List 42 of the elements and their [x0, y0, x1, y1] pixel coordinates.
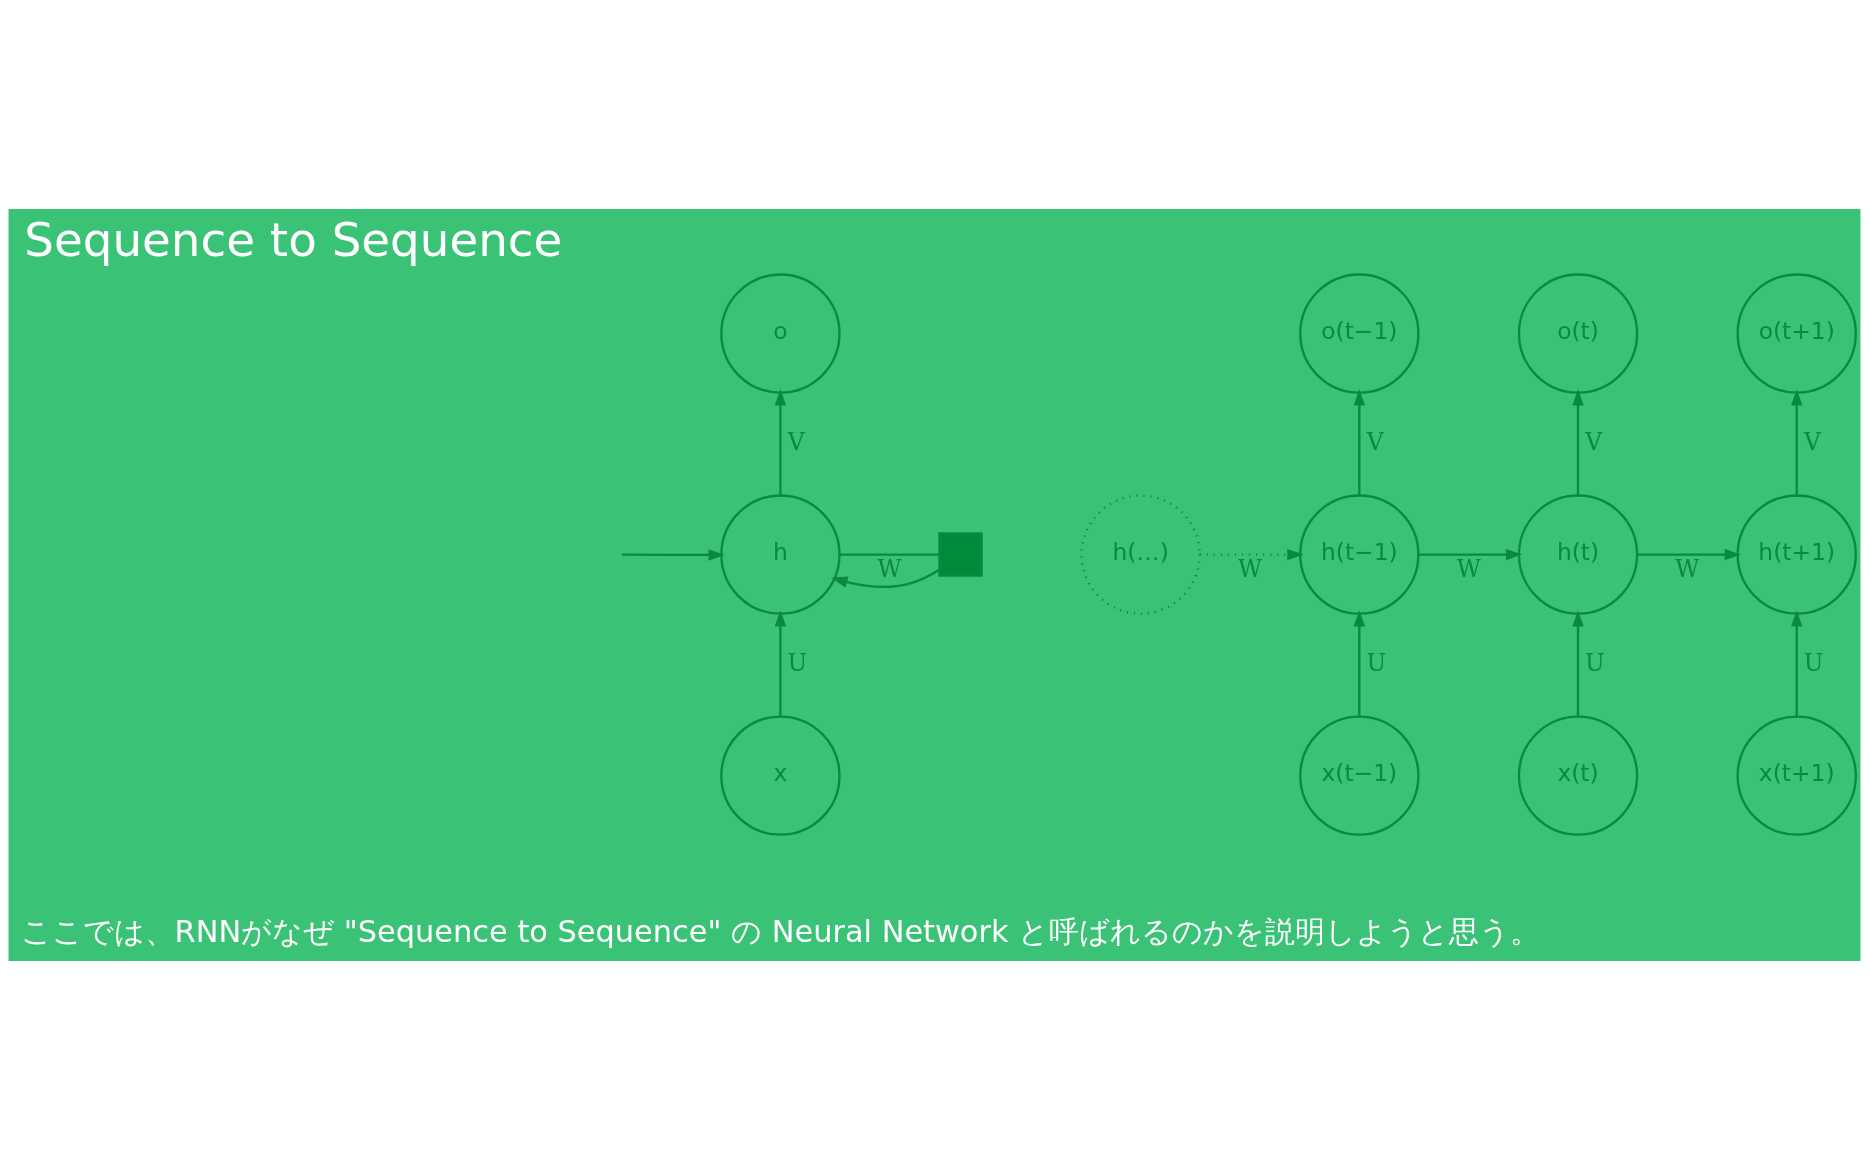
- arrow: [1353, 388, 1366, 495]
- edge-label: U: [787, 648, 808, 677]
- arrow: [774, 388, 787, 495]
- node-circle: x(t): [1517, 714, 1639, 836]
- diagram-title: Sequence to Sequence: [24, 212, 563, 267]
- edge-label: V: [787, 427, 805, 456]
- node-circle: o(t): [1517, 272, 1639, 394]
- arrow: [1199, 548, 1304, 560]
- arrow: [1572, 609, 1584, 716]
- arrow: [1637, 548, 1742, 560]
- edge-label: W: [1237, 554, 1262, 583]
- arrow: [1790, 388, 1803, 495]
- caption: ここでは、RNNがなぜ "Sequence to Sequence" の Neural Network と呼ばれるのかを説明しようと思う。: [20, 913, 1541, 949]
- edge-label: U: [1366, 648, 1387, 677]
- edge-label: V: [1804, 427, 1821, 456]
- node-circle: h(t+1): [1736, 493, 1857, 615]
- edge-label: W: [877, 554, 902, 583]
- arrow: [1418, 548, 1523, 560]
- node-circle: h: [720, 493, 841, 615]
- edge-label: U: [1803, 648, 1824, 677]
- node-circle: x(t−1): [1299, 714, 1420, 836]
- edge-label: W: [1456, 554, 1481, 583]
- node-circle: x(t+1): [1736, 714, 1857, 836]
- node-circle: x: [720, 714, 841, 836]
- connector: [839, 552, 940, 556]
- arrow: [1572, 388, 1584, 495]
- arrow: [831, 568, 941, 588]
- node-circle: h(…): [1080, 493, 1201, 615]
- node-circle: h(t−1): [1299, 493, 1420, 615]
- node-circle: o(t+1): [1736, 272, 1857, 394]
- edge-label: V: [1585, 427, 1603, 456]
- arrow: [621, 548, 725, 561]
- edge-label: W: [1675, 554, 1700, 583]
- arrow: [1790, 609, 1803, 716]
- node-box: [938, 531, 983, 577]
- node-circle: o(t−1): [1299, 272, 1420, 394]
- edge-label: U: [1585, 648, 1605, 677]
- arrow: [774, 609, 787, 716]
- node-circle: o: [720, 272, 841, 394]
- node-circle: h(t): [1517, 493, 1639, 615]
- arrow: [1353, 609, 1366, 716]
- edge-label: V: [1366, 427, 1384, 456]
